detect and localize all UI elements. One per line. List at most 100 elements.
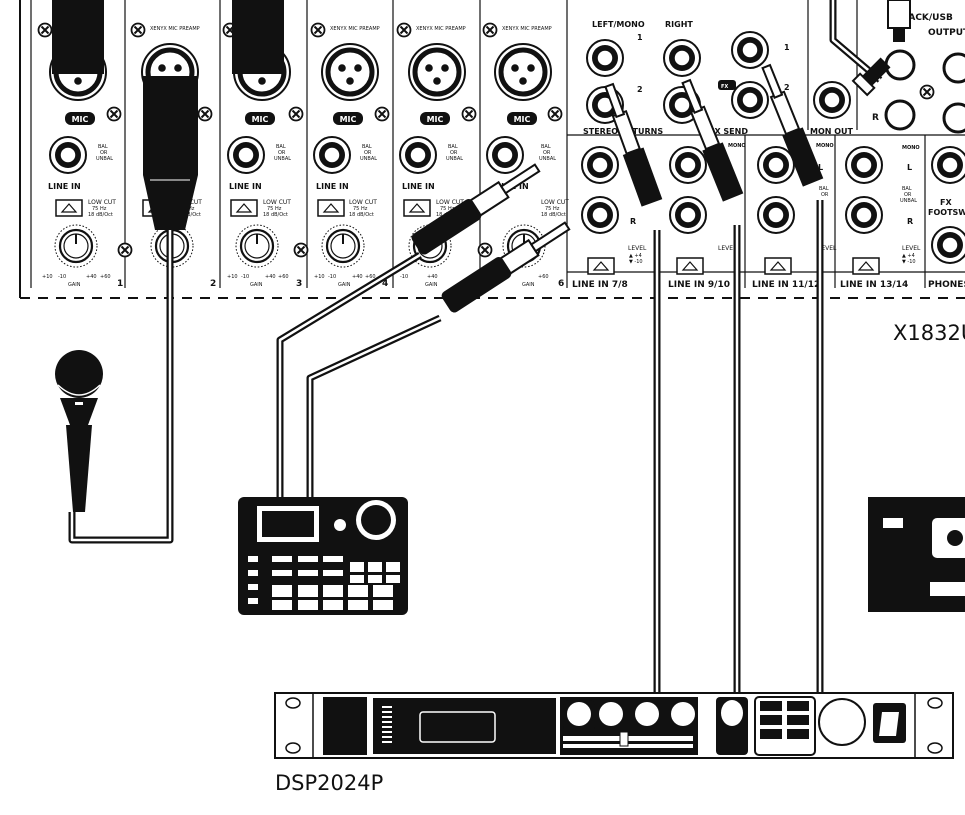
- l-label-c: L: [907, 163, 912, 172]
- svg-text:75 Hz: 75 Hz: [267, 206, 282, 212]
- usb-output-label-2: OUTPUT: [928, 28, 965, 38]
- dsp-rack-icon: [274, 692, 954, 759]
- svg-text:OR: OR: [364, 150, 372, 156]
- left-mono-label: LEFT/MONO: [592, 20, 645, 29]
- line-in-label-5: LINE IN: [402, 182, 435, 191]
- svg-text:BAL: BAL: [819, 186, 829, 192]
- line-in-label-1: LINE IN: [48, 182, 81, 191]
- svg-text:+60: +60: [100, 274, 111, 280]
- svg-text:▼ -10: ▼ -10: [902, 259, 916, 265]
- svg-text:UNBAL: UNBAL: [360, 156, 377, 162]
- mono-label-b: MONO: [816, 143, 834, 149]
- preamp-label-2: XENYX MIC PREAMP: [150, 26, 200, 32]
- fx-badge: FX: [721, 84, 728, 90]
- r-label-a: R: [630, 217, 636, 226]
- svg-text:-10: -10: [400, 274, 408, 280]
- channel-number-3: 3: [296, 279, 302, 289]
- svg-text:+40: +40: [86, 274, 97, 280]
- svg-text:GAIN: GAIN: [425, 282, 438, 288]
- aux-2-label: 2: [784, 83, 790, 92]
- line-in-7-8-label: LINE IN 7/8: [572, 280, 628, 290]
- svg-text:▲ +4: ▲ +4: [629, 253, 642, 259]
- svg-text:+40: +40: [265, 274, 276, 280]
- svg-text:GAIN: GAIN: [68, 282, 81, 288]
- usb-r-label: R: [872, 113, 879, 123]
- svg-text:LOW CUT: LOW CUT: [263, 199, 291, 206]
- dsp-model-label: DSP2024P: [275, 771, 383, 795]
- r-label-c: R: [907, 217, 913, 226]
- svg-text:+10: +10: [227, 274, 238, 280]
- mic-badge-5: MIC: [427, 115, 444, 124]
- svg-text:OR: OR: [100, 150, 108, 156]
- svg-text:BAL: BAL: [362, 144, 372, 150]
- svg-text:UNBAL: UNBAL: [539, 156, 556, 162]
- cables: [68, 0, 883, 700]
- svg-text:BAL: BAL: [448, 144, 458, 150]
- plugs: [52, 0, 911, 313]
- svg-text:GAIN: GAIN: [522, 282, 535, 288]
- svg-text:+60: +60: [365, 274, 376, 280]
- mic-channels: MIC MIC MIC MIC MIC XENYX MIC PREAMP XEN…: [37, 22, 569, 289]
- svg-text:▼ -10: ▼ -10: [629, 259, 643, 265]
- svg-text:18 dB/Oct: 18 dB/Oct: [88, 212, 113, 218]
- svg-text:75 Hz: 75 Hz: [353, 206, 368, 212]
- svg-text:BAL: BAL: [276, 144, 286, 150]
- preamp-label-4: XENYX MIC PREAMP: [330, 26, 380, 32]
- level-label-c: LEVEL: [818, 245, 837, 252]
- mon-out-label: MON OUT: [810, 127, 854, 136]
- svg-text:75 Hz: 75 Hz: [545, 206, 560, 212]
- svg-text:LOW CUT: LOW CUT: [349, 199, 377, 206]
- mono-label-c: MONO: [902, 145, 920, 151]
- svg-text:LOW CUT: LOW CUT: [436, 199, 464, 206]
- microphone-icon: [55, 350, 103, 512]
- bal-labels: BAL OR UNBAL BAL OR UNBAL BAL OR UNBAL B…: [96, 144, 556, 162]
- svg-text:UNBAL: UNBAL: [446, 156, 463, 162]
- channel-number-6: 6: [558, 279, 564, 289]
- mic-badge-4: MIC: [340, 115, 357, 124]
- fx-footsw-label-1: FX: [940, 198, 952, 207]
- svg-text:UNBAL: UNBAL: [274, 156, 291, 162]
- tape-deck-icon: [868, 497, 965, 612]
- svg-text:OR: OR: [278, 150, 286, 156]
- mixer-model-label: X1832U: [893, 321, 965, 345]
- svg-text:LOW CUT: LOW CUT: [541, 199, 569, 206]
- svg-text:+10: +10: [42, 274, 53, 280]
- level-label-a: LEVEL: [628, 245, 647, 252]
- svg-text:GAIN: GAIN: [250, 282, 263, 288]
- line-in-9-10-label: LINE IN 9/10: [668, 280, 730, 290]
- mic-badge-1: MIC: [72, 115, 89, 124]
- svg-text:+60: +60: [278, 274, 289, 280]
- drum-machine-icon: [238, 497, 408, 615]
- returns-2-label: 2: [637, 85, 643, 94]
- preamp-label-6: XENYX MIC PREAMP: [502, 26, 552, 32]
- svg-text:UNBAL: UNBAL: [96, 156, 113, 162]
- svg-text:▲ +4: ▲ +4: [902, 253, 915, 259]
- line-in-11-12-label: LINE IN 11/12: [752, 280, 820, 290]
- svg-text:-10: -10: [58, 274, 66, 280]
- svg-text:OR: OR: [450, 150, 458, 156]
- mic-badge-3: MIC: [252, 115, 269, 124]
- svg-text:BAL: BAL: [902, 186, 912, 192]
- line-in-13-14-label: LINE IN 13/14: [840, 280, 908, 290]
- svg-text:+40: +40: [352, 274, 363, 280]
- aux-send-label: AUX SEND: [702, 127, 748, 136]
- svg-text:OR: OR: [904, 192, 912, 198]
- channel-number-1: 1: [117, 279, 123, 289]
- svg-text:OR: OR: [543, 150, 551, 156]
- svg-text:-10: -10: [241, 274, 249, 280]
- usb-output-label-1: JACK/USB: [904, 13, 953, 23]
- svg-text:18 dB/Oct: 18 dB/Oct: [541, 212, 566, 218]
- svg-text:+10: +10: [314, 274, 325, 280]
- channel-number-2: 2: [210, 279, 216, 289]
- svg-text:18 dB/Oct: 18 dB/Oct: [263, 212, 288, 218]
- l-label-b: L: [818, 163, 823, 172]
- returns-1-label: 1: [637, 33, 643, 42]
- preamp-label-5: XENYX MIC PREAMP: [416, 26, 466, 32]
- mono-label-a: MONO: [728, 143, 746, 149]
- level-label-b: LEVEL: [718, 245, 737, 252]
- fx-footsw-label-2: FOOTSW: [928, 208, 965, 217]
- channel-number-4: 4: [382, 279, 388, 289]
- svg-text:OR: OR: [821, 192, 829, 198]
- svg-text:-10: -10: [328, 274, 336, 280]
